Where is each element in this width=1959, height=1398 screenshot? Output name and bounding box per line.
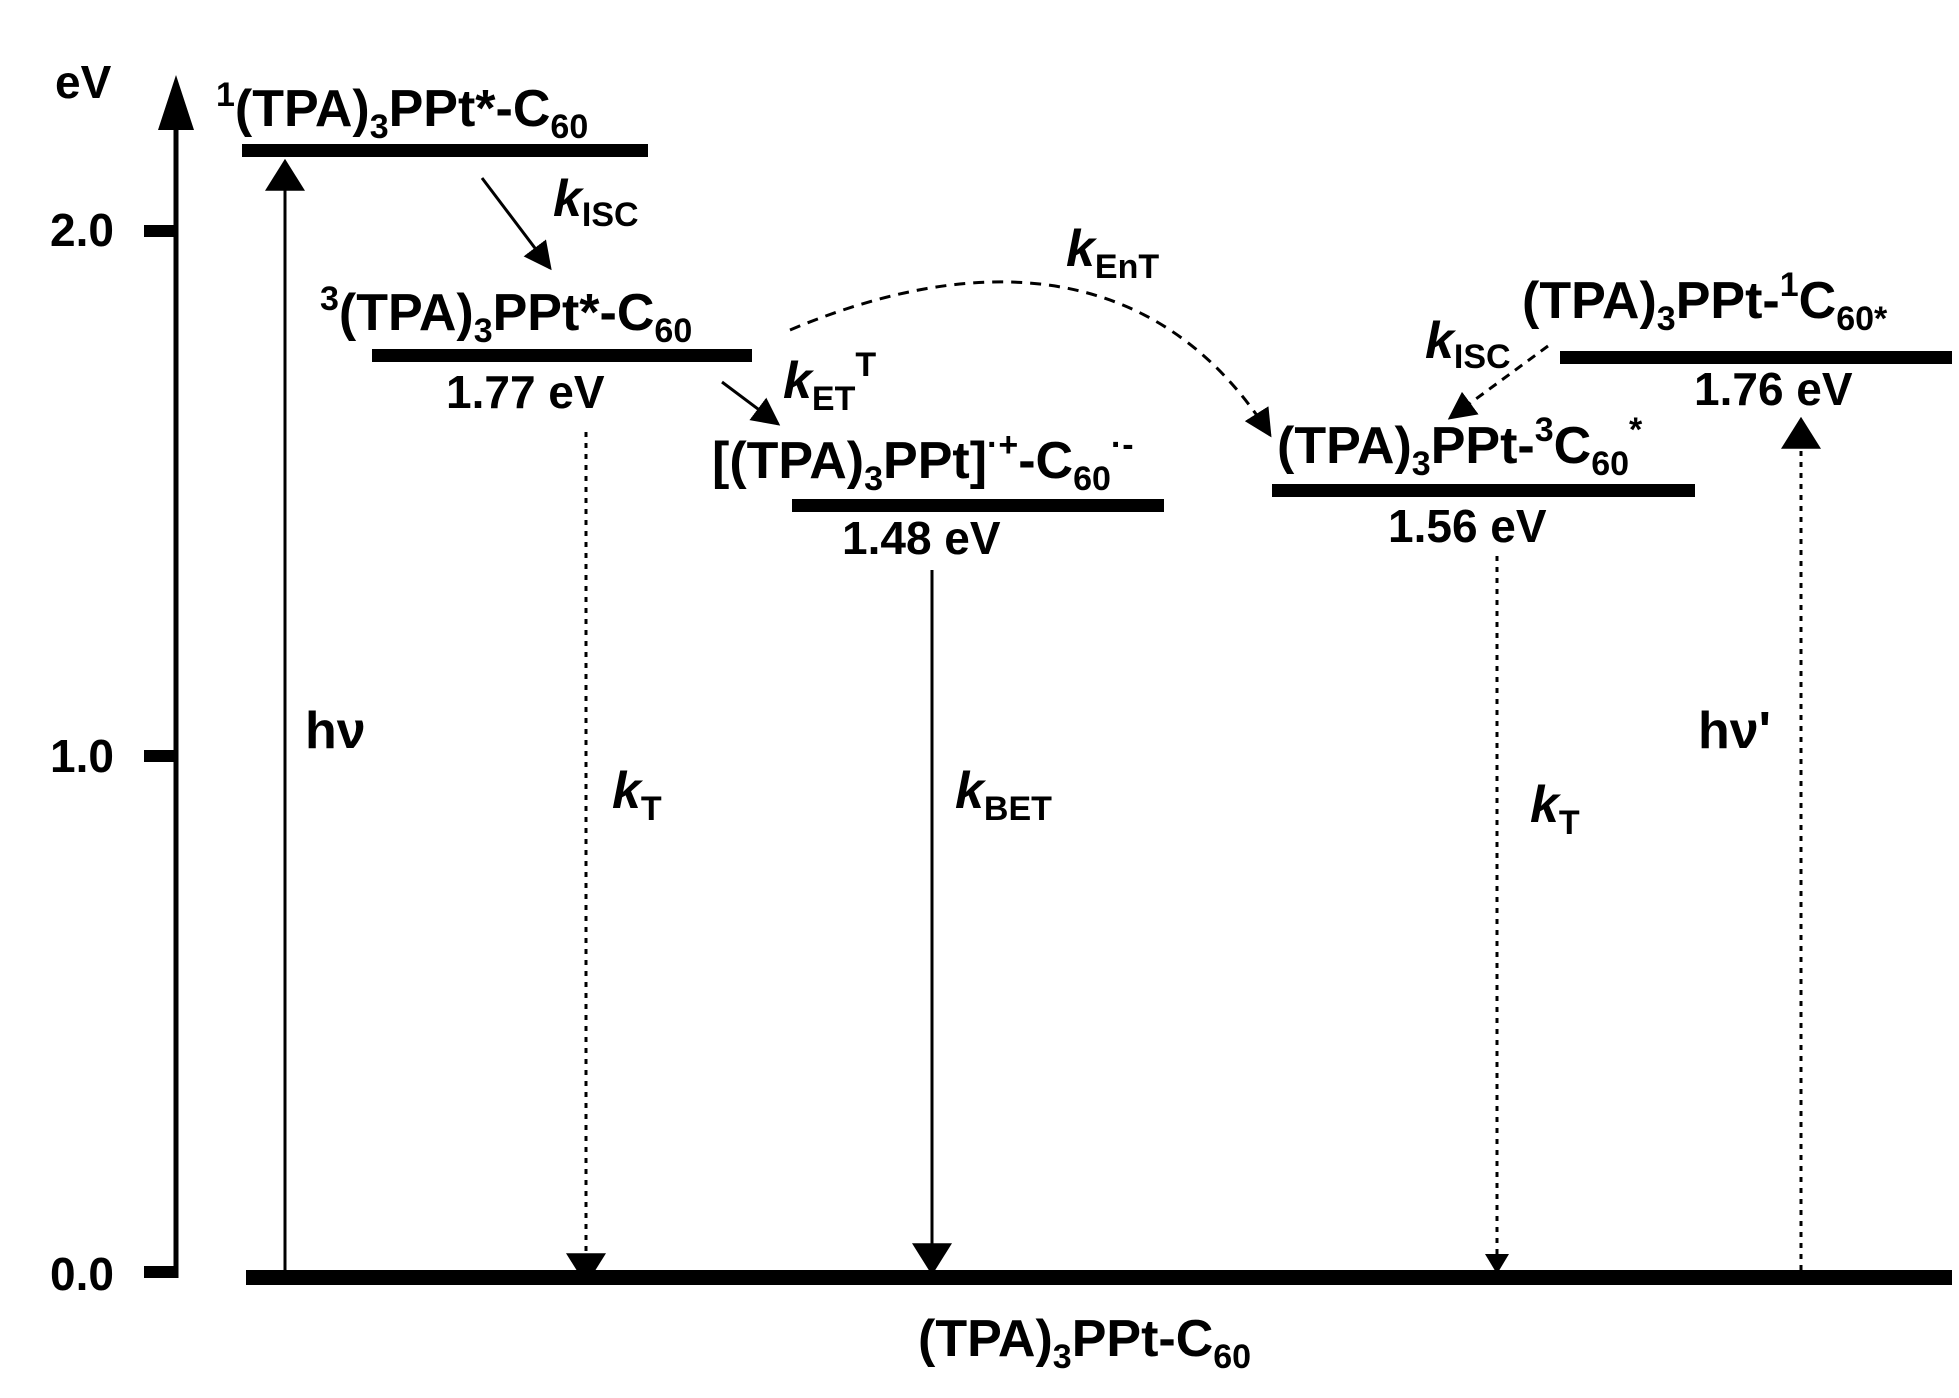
level-triplet-porphyrin	[372, 349, 752, 362]
label-hv-prime: hν'	[1698, 702, 1771, 760]
level-triplet-c60	[1272, 484, 1695, 497]
label-triplet-porphyrin: 3(TPA)3PPt*-C60	[320, 280, 692, 350]
level-ground	[246, 1270, 1952, 1285]
label-kbet: kBET	[955, 762, 1052, 828]
label-kt-1: kT	[612, 762, 662, 828]
energy-singlet-c60: 1.76 eV	[1694, 363, 1853, 415]
tick-label-1: 1.0	[50, 730, 114, 782]
label-triplet-c60: (TPA)3PPt-3C60*	[1277, 411, 1643, 483]
arrow-isc-porphyrin	[480, 177, 552, 271]
level-singlet-c60	[1560, 351, 1952, 364]
label-singlet-porphyrin: 1(TPA)3PPt*-C60	[216, 76, 588, 146]
energy-triplet-porphyrin: 1.77 eV	[446, 366, 605, 418]
label-ket-t: kETT	[783, 346, 876, 418]
label-kisc-1: kISC	[553, 170, 639, 234]
energy-triplet-c60: 1.56 eV	[1388, 500, 1547, 552]
label-singlet-c60: (TPA)3PPt-1C60*	[1522, 266, 1888, 338]
label-kent: kEnT	[1066, 220, 1159, 286]
energy-axis: eV 2.0 1.0 0.0	[50, 56, 194, 1300]
level-radical-pair	[792, 499, 1164, 512]
label-kisc-2: kISC	[1425, 312, 1511, 376]
transitions: hν kISC kETT kEnT kISC kT kBET	[265, 158, 1821, 1286]
arrow-ket-t	[721, 380, 781, 426]
label-hv: hν	[305, 702, 366, 760]
axis-arrowhead	[158, 75, 194, 130]
level-singlet-porphyrin	[242, 144, 648, 157]
arrow-kent	[789, 280, 1272, 438]
state-labels: 1(TPA)3PPt*-C60 3(TPA)3PPt*-C60 1.77 eV …	[216, 76, 1888, 1376]
tick-label-0: 0.0	[50, 1248, 114, 1300]
label-kt-2: kT	[1530, 776, 1580, 842]
label-ground: (TPA)3PPt-C60	[918, 1310, 1251, 1376]
label-radical-pair: [(TPA)3PPt]·+-C60·-	[712, 426, 1134, 498]
axis-unit-label: eV	[55, 56, 112, 108]
energy-levels	[242, 144, 1952, 1285]
energy-radical-pair: 1.48 eV	[842, 512, 1001, 564]
arrow-isc-c60	[1447, 344, 1549, 420]
tick-label-2: 2.0	[50, 204, 114, 256]
